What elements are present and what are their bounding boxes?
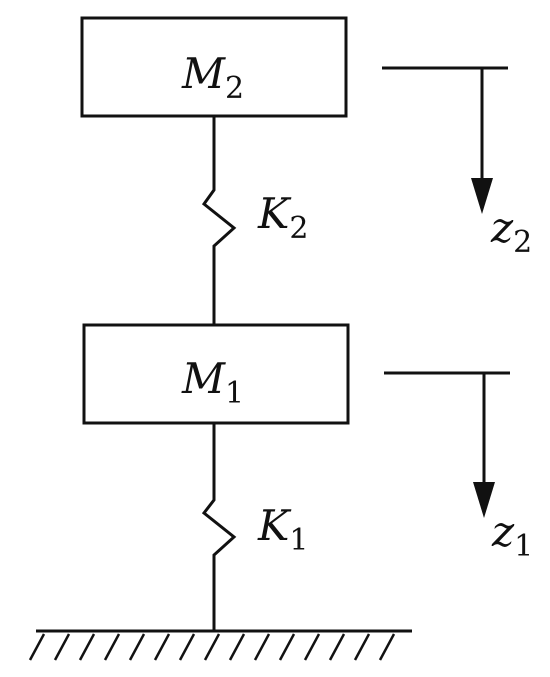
mass-m2-label: M2 [181,49,244,106]
ground-hatching [28,633,396,661]
displacement-z1-label: z1 [491,507,533,564]
ground [28,629,412,661]
displacement-z2-label: z2 [490,203,532,260]
mass-m1-label: M1 [181,354,244,411]
mass-m1: M1 [82,323,350,425]
displacement-z1: z1 [384,371,533,564]
spring-k1-line [201,423,237,631]
mass-m2-box [80,16,348,118]
mass-m2: M2 [80,16,348,118]
mass-m1-box [82,323,350,425]
arrow-z1-head-icon [473,482,495,518]
spring-k2: K2 [201,116,308,325]
spring-k2-label: K2 [257,189,308,246]
spring-k2-line [201,116,237,325]
displacement-z2: z2 [382,66,532,260]
spring-k1-label: K1 [257,501,308,558]
spring-k1: K1 [201,423,308,631]
arrow-z2-head-icon [471,178,493,214]
